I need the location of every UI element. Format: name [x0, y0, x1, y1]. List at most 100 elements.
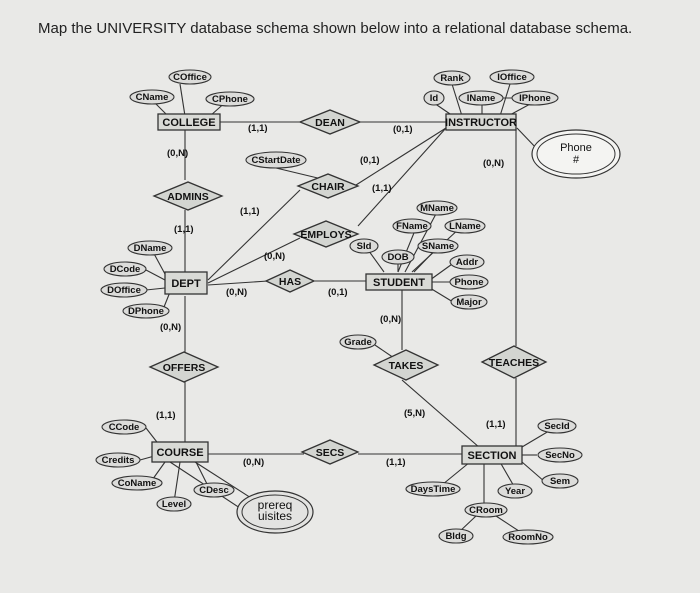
svg-text:DOB: DOB: [387, 252, 408, 263]
card-dept-employs: (0,N): [264, 251, 285, 262]
relationship-takes: TAKES: [372, 349, 440, 381]
attr-id: Id: [423, 90, 445, 106]
svg-text:DaysTime: DaysTime: [411, 484, 456, 495]
attr-secid: SecId: [537, 418, 577, 434]
entity-instructor: INSTRUCTOR: [445, 113, 517, 131]
svg-text:CoName: CoName: [118, 478, 157, 489]
svg-text:CHAIR: CHAIR: [311, 181, 345, 193]
svg-text:STUDENT: STUDENT: [373, 277, 425, 289]
svg-text:OFFERS: OFFERS: [163, 362, 206, 374]
attr-croom: CRoom: [464, 502, 508, 518]
svg-text:CDesc: CDesc: [199, 485, 229, 496]
svg-text:CName: CName: [136, 92, 169, 103]
entity-course: COURSE: [151, 441, 209, 463]
svg-text:Phone: Phone: [454, 277, 483, 288]
svg-text:Credits: Credits: [102, 455, 135, 466]
card-student-takes: (0,N): [380, 314, 401, 325]
attr-phone: Phone: [449, 274, 489, 290]
attr-credits: Credits: [95, 452, 141, 468]
svg-text:TEACHES: TEACHES: [489, 357, 539, 369]
relationship-teaches: TEACHES: [480, 345, 548, 379]
relationship-has: HAS: [264, 269, 316, 293]
svg-text:COLLEGE: COLLEGE: [162, 117, 215, 129]
entity-dept: DEPT: [164, 271, 208, 295]
svg-text:Phone#: Phone#: [560, 142, 592, 166]
attr-level: Level: [156, 496, 192, 512]
attr-cname: CName: [129, 89, 175, 105]
attr-dname: DName: [127, 240, 173, 256]
svg-text:SName: SName: [422, 241, 454, 252]
svg-text:DName: DName: [134, 243, 167, 254]
attr-dcode: DCode: [103, 261, 147, 277]
svg-text:LName: LName: [449, 221, 481, 232]
attr-cphone: CPhone: [205, 91, 255, 107]
attr-lname: LName: [444, 218, 486, 234]
svg-text:Rank: Rank: [440, 73, 464, 84]
svg-text:Id: Id: [430, 93, 439, 104]
card-dept-offers: (0,N): [160, 322, 181, 333]
relationship-employs: EMPLOYS: [292, 220, 360, 248]
attr-ioffice: IOffice: [489, 69, 535, 85]
card-course-offers: (1,1): [156, 410, 176, 421]
entity-college: COLLEGE: [157, 113, 221, 131]
attr-sname: SName: [417, 238, 459, 254]
attr-ccode: CCode: [101, 419, 147, 435]
svg-text:SecId: SecId: [544, 421, 570, 432]
card-instructor-teaches: (0,N): [483, 158, 504, 169]
card-dept-chair: (1,1): [240, 206, 260, 217]
question-title: Map the UNIVERSITY database schema shown…: [38, 20, 633, 37]
attr-phone-num: Phone#: [531, 129, 621, 179]
attr-roomno: RoomNo: [502, 529, 554, 545]
entity-student: STUDENT: [365, 273, 433, 291]
svg-text:Year: Year: [505, 486, 525, 497]
svg-text:Level: Level: [162, 499, 186, 510]
card-course-secs: (0,N): [243, 457, 264, 468]
attr-iphone: IPhone: [511, 90, 559, 106]
svg-text:CRoom: CRoom: [469, 505, 503, 516]
svg-text:CCode: CCode: [109, 422, 140, 433]
attr-cdesc: CDesc: [193, 482, 235, 498]
card-instructor-employs: (1,1): [372, 183, 392, 194]
svg-text:FName: FName: [396, 221, 428, 232]
svg-text:DEPT: DEPT: [171, 278, 201, 290]
svg-text:HAS: HAS: [279, 276, 301, 288]
card-section-teaches: (1,1): [486, 419, 506, 430]
svg-text:EMPLOYS: EMPLOYS: [300, 229, 351, 241]
card-instructor-dean: (0,1): [393, 124, 413, 135]
relationship-secs: SECS: [300, 439, 360, 465]
attr-iname: IName: [458, 90, 504, 106]
cardinality-labels: (1,1) (0,1) (0,N) (1,1) (1,1) (0,1) (1,1…: [156, 123, 506, 468]
attr-bldg: Bldg: [438, 528, 474, 544]
attr-sem: Sem: [541, 473, 579, 489]
svg-text:SECS: SECS: [316, 447, 345, 459]
card-college-dean: (1,1): [248, 123, 268, 134]
attr-major: Major: [450, 294, 488, 310]
svg-text:CPhone: CPhone: [212, 94, 248, 105]
attr-daystime: DaysTime: [405, 481, 461, 497]
attr-grade: Grade: [339, 334, 377, 350]
attr-dphone: DPhone: [122, 303, 170, 319]
relationship-dean: DEAN: [298, 109, 362, 135]
svg-text:CStartDate: CStartDate: [251, 155, 300, 166]
svg-text:IName: IName: [467, 93, 496, 104]
relationship-admins: ADMINS: [152, 181, 224, 211]
relationship-chair: CHAIR: [296, 173, 360, 199]
svg-text:ADMINS: ADMINS: [167, 191, 208, 203]
entity-section: SECTION: [461, 445, 523, 465]
connection-lines: [139, 83, 555, 536]
card-dept-admins: (1,1): [174, 224, 194, 235]
attr-secno: SecNo: [537, 447, 583, 463]
svg-text:DCode: DCode: [110, 264, 141, 275]
svg-text:COURSE: COURSE: [156, 447, 203, 459]
card-section-takes: (5,N): [404, 408, 425, 419]
attr-addr: Addr: [449, 254, 485, 270]
card-college-admins: (0,N): [167, 148, 188, 159]
svg-text:DOffice: DOffice: [107, 285, 141, 296]
svg-text:Sem: Sem: [550, 476, 570, 487]
svg-text:Addr: Addr: [456, 257, 478, 268]
attr-cstartdate: CStartDate: [245, 151, 307, 169]
